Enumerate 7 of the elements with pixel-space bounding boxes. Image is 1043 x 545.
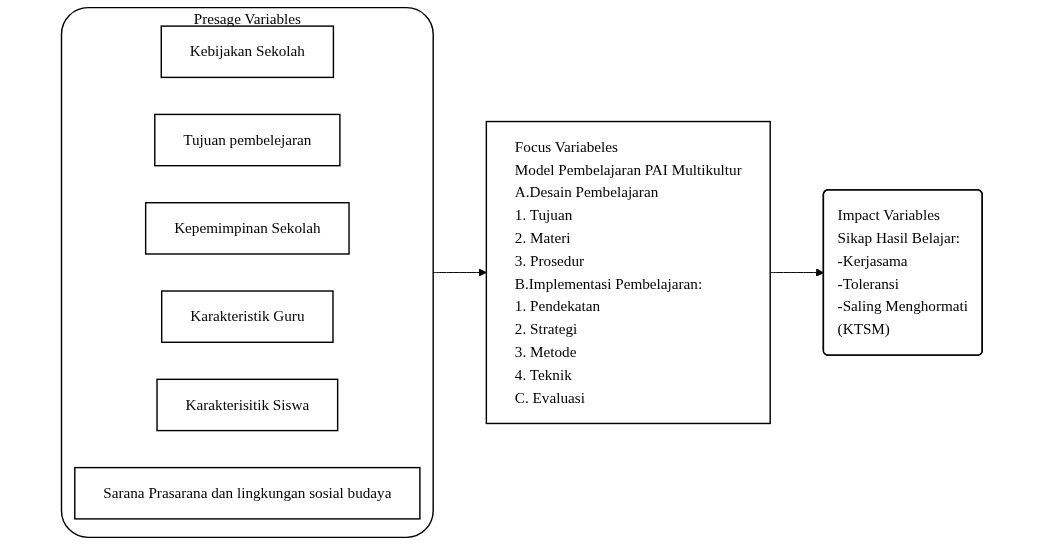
node-box: Tujuan pembelejaran bbox=[153, 113, 341, 167]
node-box: Kebijakan Sekolah bbox=[160, 25, 334, 79]
node-box: Sarana Prasarana dan lingkungan sosial budaya bbox=[73, 466, 421, 520]
node-box: Karakterisitik Siswa bbox=[156, 378, 338, 432]
node-box: Karakteristik Guru bbox=[160, 290, 334, 343]
node-box: Kepemimpinan Sekolah bbox=[144, 202, 350, 255]
node-box: Focus Variabeles Model Pembelajaran PAI Multikultur A.Desain Pembelajaran 1. Tujuan 2. Materi 3. Prosedur B.Implementasi Pembelajaran: 1. Pendekatan 2. Strategi 3. Metode 4. Teknik C. Evaluasi bbox=[485, 120, 771, 425]
